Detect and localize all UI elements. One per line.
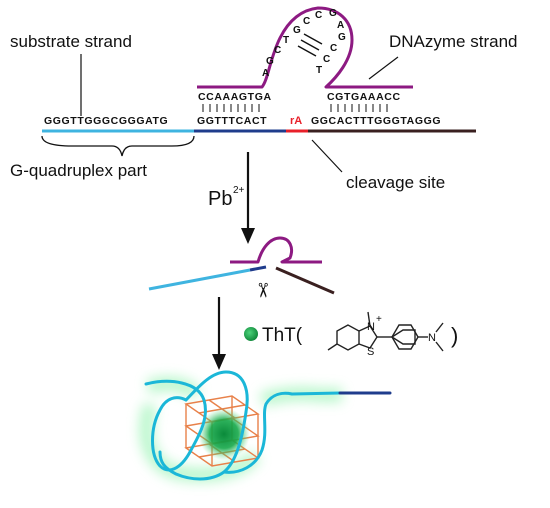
substrate-mid-seq: GGTTTCACT	[197, 115, 267, 127]
scissors-icon: ✂	[251, 282, 275, 299]
tht-atom-n-plus: N	[367, 321, 375, 333]
tht-name: ThT(	[262, 325, 303, 346]
cleavage-base-ra: rA	[290, 115, 302, 127]
tht-close-paren: )	[451, 323, 458, 348]
loop-base: A	[337, 20, 344, 31]
loop-base: C	[274, 45, 281, 56]
cleavage-site-label: cleavage site	[346, 173, 445, 192]
cleavage-pointer-line	[311, 139, 343, 173]
loop-base: T	[283, 35, 289, 46]
tht-dot-icon	[244, 327, 258, 341]
gquad-strand	[144, 370, 294, 481]
substrate-strand-label: substrate strand	[10, 32, 132, 51]
loop-base: C	[323, 54, 330, 65]
dnazyme-pointer-line	[368, 56, 399, 80]
reaction-arrowhead-1	[241, 228, 255, 244]
loop-base: C	[303, 16, 310, 27]
cleaved-fragment	[275, 266, 335, 295]
dnazyme-right-arm-seq: CGTGAAACC	[327, 91, 401, 103]
loop-pairing-bars	[297, 33, 323, 57]
loop-base: T	[316, 65, 322, 76]
tht-structure	[327, 311, 444, 352]
reaction-arrowhead-2	[212, 354, 226, 370]
base-pair-ticks	[202, 104, 388, 112]
substrate-left-seq: GGGTTGGGCGGGATG	[44, 115, 168, 127]
gquad-brace	[41, 135, 195, 157]
lead-ion-symbol: Pb	[208, 188, 232, 210]
dnazyme-strand-small	[230, 236, 322, 264]
loop-base: C	[330, 43, 337, 54]
gquad-tail-cyan	[290, 391, 342, 396]
tht-atom-n: N	[428, 332, 436, 344]
loop-base: G	[338, 32, 346, 43]
loop-base: A	[262, 68, 269, 79]
lead-ion-charge: 2+	[233, 185, 245, 196]
tht-atom-s: S	[367, 346, 374, 358]
gquad-part-label: G-quadruplex part	[10, 161, 147, 180]
loop-base: G	[329, 8, 337, 19]
loop-base: G	[293, 25, 301, 36]
loop-base: G	[266, 56, 274, 67]
released-binding-segment	[249, 265, 267, 272]
dnazyme-left-arm-seq: CCAAAGTGA	[198, 91, 272, 103]
loop-base: C	[315, 10, 322, 21]
dnazyme-strand-label: DNAzyme strand	[389, 32, 517, 51]
dnazyme-strand	[197, 6, 413, 89]
tht-plus-charge: +	[376, 314, 382, 325]
released-gquad-strand	[148, 268, 251, 291]
substrate-right-seq: GGCACTTTGGGTAGGG	[311, 115, 441, 127]
